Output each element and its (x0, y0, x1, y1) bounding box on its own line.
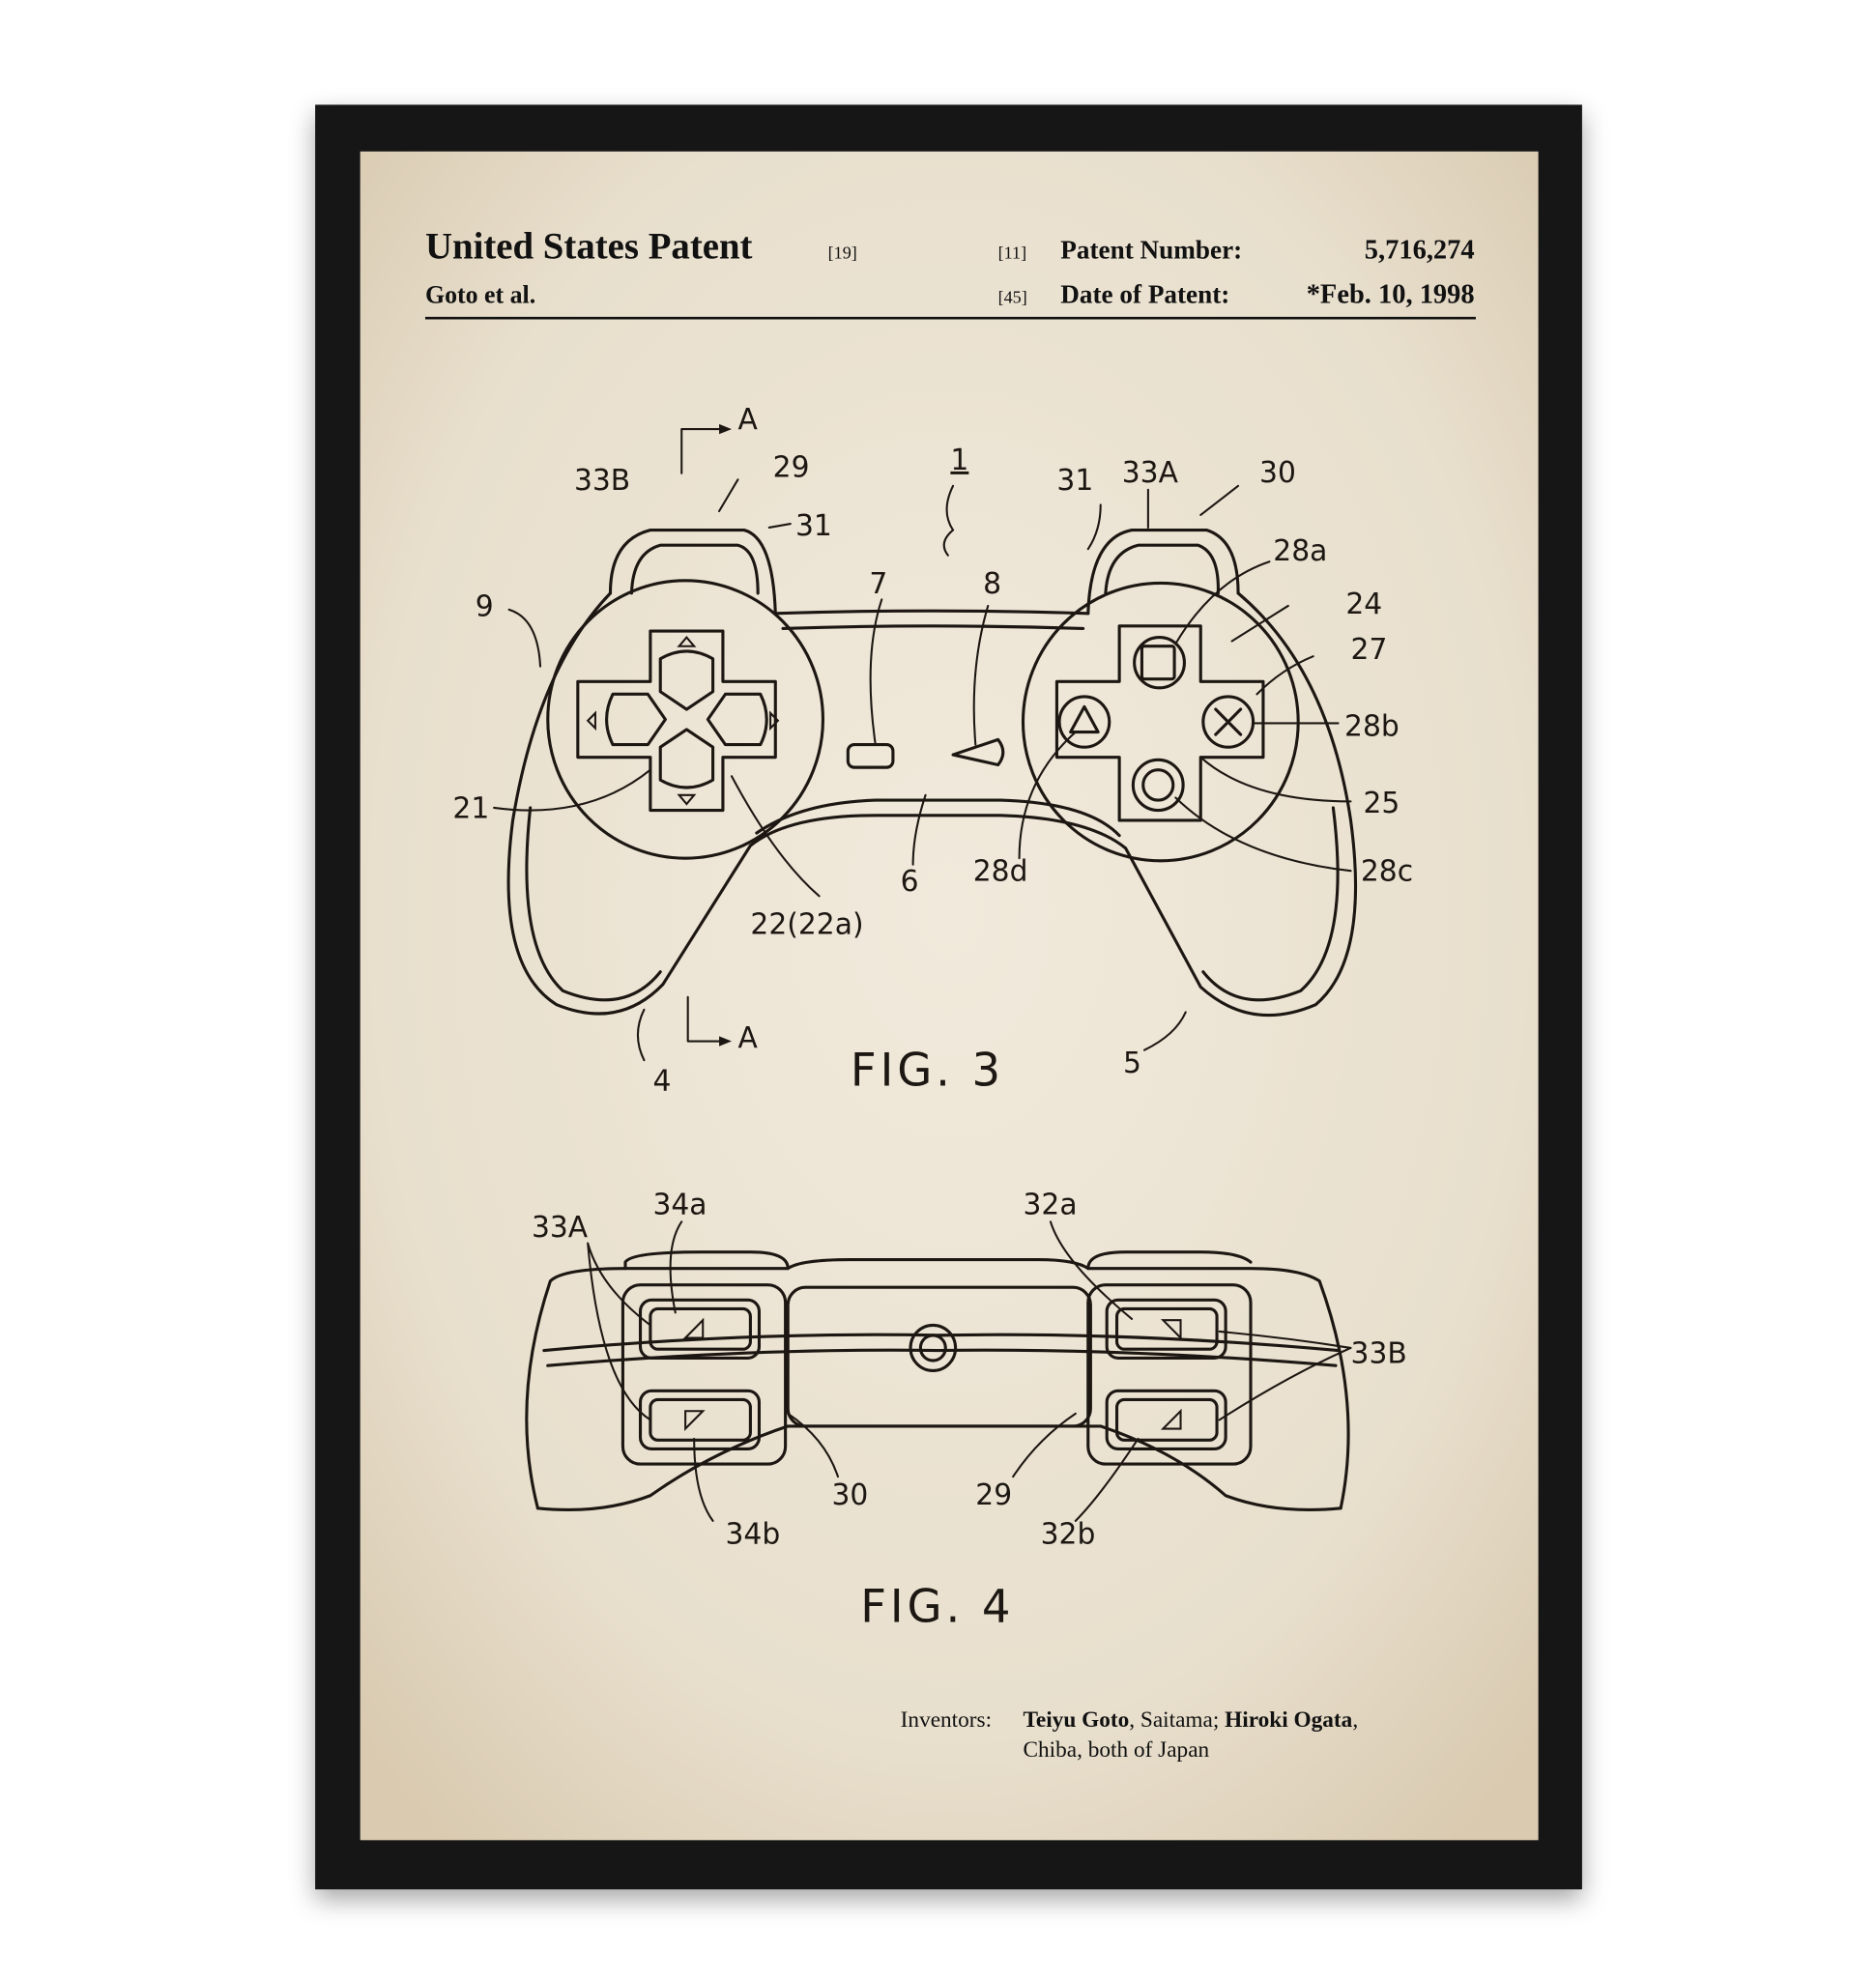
ref-label: 29 (773, 451, 810, 485)
ref-label: 28a (1273, 534, 1327, 568)
ref-label: A (737, 403, 758, 437)
date-label: Date of Patent: (1060, 279, 1229, 308)
inventors-label: Inventors: (901, 1707, 992, 1733)
ref-label: 7 (869, 567, 887, 601)
patent-number: 5,716,274 (1365, 236, 1475, 266)
ref-label: 1 (950, 444, 968, 477)
ref-label: 30 (832, 1478, 869, 1512)
ref-label: 33A (532, 1211, 589, 1245)
ref-label: 29 (975, 1478, 1012, 1512)
ref-label: 28c (1361, 855, 1413, 889)
ref-label: 28d (973, 855, 1028, 889)
ref-label: A (737, 1021, 758, 1055)
ref-label: 4 (652, 1064, 671, 1098)
ref-label: 33B (574, 464, 630, 498)
patent-date: *Feb. 10, 1998 (1307, 279, 1475, 309)
ref-label: 9 (476, 589, 494, 623)
ref-label: 33A (1122, 456, 1179, 490)
inventors-line2: Chiba, both of Japan (1023, 1737, 1209, 1763)
ref-label: 32a (1023, 1188, 1077, 1221)
patent-header: United States Patent [19] Goto et al. [1… (425, 226, 1476, 320)
fig3-caption: FIG. 3 (851, 1045, 1004, 1097)
date-code: [45] (998, 287, 1027, 306)
ref-label: 5 (1123, 1047, 1141, 1080)
ref-label: 21 (452, 791, 489, 825)
inventors-line1: Teiyu Goto, Saitama; Hiroki Ogata, (1023, 1707, 1358, 1733)
ref-label: 31 (1056, 464, 1093, 498)
title-code: [19] (828, 244, 857, 263)
ref-label: 28b (1344, 709, 1400, 743)
ref-label: 24 (1345, 588, 1382, 621)
inventor-name: Teiyu Goto (1023, 1707, 1129, 1733)
inventor-name: Hiroki Ogata (1225, 1707, 1352, 1733)
fig4-controller-front-view (525, 1220, 1352, 1522)
ref-label: 6 (901, 865, 919, 899)
ref-label: 34b (726, 1517, 781, 1551)
ref-label: 22(22a) (750, 907, 863, 941)
ref-label: 32b (1041, 1517, 1096, 1551)
ref-label: 25 (1363, 787, 1400, 820)
paper (360, 151, 1539, 1841)
number-code: [11] (998, 244, 1027, 263)
fig3-controller-top-view (493, 423, 1358, 1062)
ref-label: 33B (1351, 1336, 1407, 1370)
patent-number-label: Patent Number: (1060, 236, 1242, 265)
fig4-reference-labels: 33A 34a 32a 33B 30 29 34b 32b FIG. 4 (532, 1188, 1407, 1633)
patent-title: United States Patent (425, 226, 753, 268)
fig4-caption: FIG. 4 (860, 1581, 1014, 1633)
inventor-place: , Saitama; (1129, 1707, 1225, 1733)
ref-label: 30 (1259, 456, 1296, 490)
ref-label: 31 (795, 509, 832, 543)
fig3-reference-labels: A 33B 29 31 1 31 33A 30 28a 24 9 7 8 27 … (452, 403, 1413, 1099)
inventor-place: , (1352, 1707, 1358, 1733)
assignee: Goto et al. (425, 280, 535, 308)
inventors-block: Inventors: Teiyu Goto, Saitama; Hiroki O… (901, 1707, 1358, 1763)
ref-label: 27 (1351, 633, 1388, 667)
ref-label: 8 (983, 567, 1001, 601)
ref-label: 34a (652, 1188, 707, 1221)
